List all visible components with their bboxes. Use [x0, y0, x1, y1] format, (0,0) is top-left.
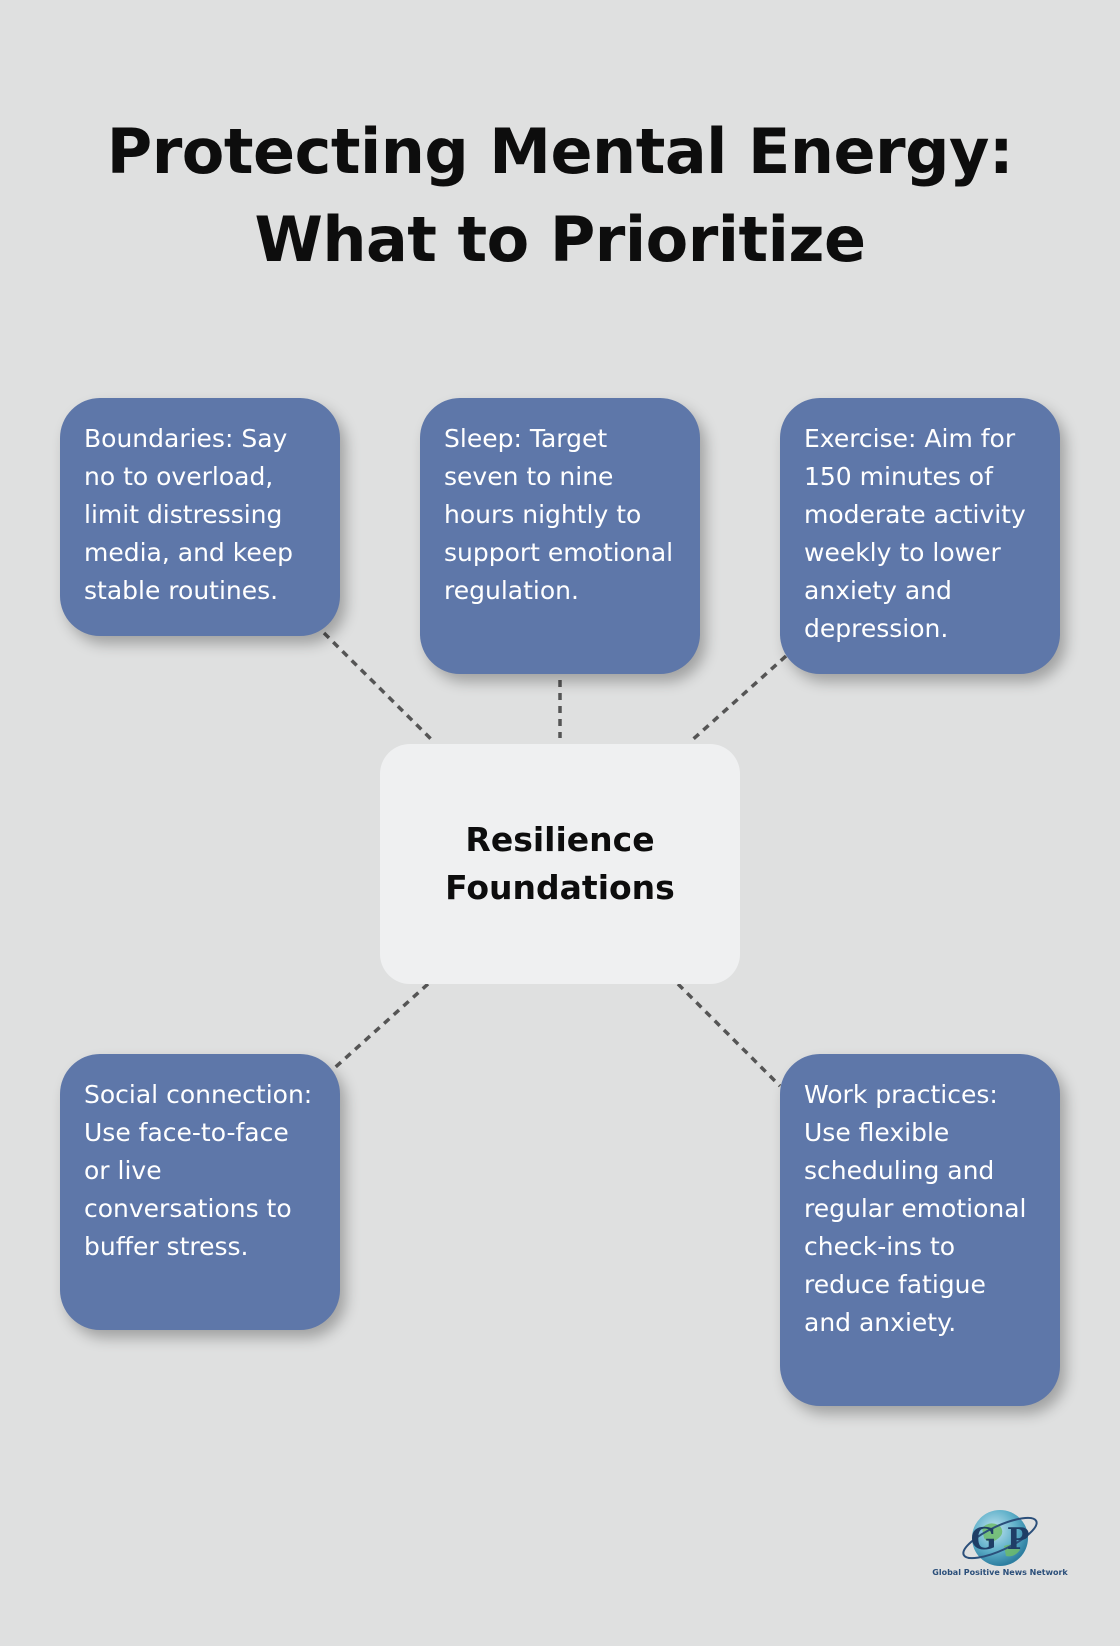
title-line-1: Protecting Mental Energy: — [106, 115, 1014, 188]
node-social-connection-text: Social connection: Use face-to-face or l… — [84, 1080, 313, 1261]
center-node-line-2: Foundations — [445, 868, 675, 907]
node-boundaries: Boundaries: Say no to overload, limit di… — [60, 398, 340, 636]
connector-work — [676, 982, 782, 1088]
node-sleep-text: Sleep: Target seven to nine hours nightl… — [444, 424, 674, 605]
globe-icon: G P — [962, 1510, 1038, 1566]
logo-mark-text: G P — [971, 1522, 1030, 1557]
connector-boundaries — [322, 631, 436, 744]
logo-name: Global Positive News Network — [932, 1568, 1068, 1577]
node-work-practices: Work practices: Use flexible scheduling … — [780, 1054, 1060, 1406]
center-node: Resilience Foundations — [380, 744, 740, 984]
page-title: Protecting Mental Energy: What to Priori… — [0, 108, 1120, 284]
node-work-practices-text: Work practices: Use flexible scheduling … — [804, 1080, 1027, 1337]
node-social-connection: Social connection: Use face-to-face or l… — [60, 1054, 340, 1330]
connector-exercise — [688, 654, 788, 744]
node-exercise-text: Exercise: Aim for 150 minutes of moderat… — [804, 424, 1026, 643]
title-line-2: What to Prioritize — [254, 203, 866, 276]
node-sleep: Sleep: Target seven to nine hours nightl… — [420, 398, 700, 674]
connector-social — [328, 982, 430, 1074]
brand-logo: G P Global Positive News Network — [930, 1500, 1070, 1580]
node-exercise: Exercise: Aim for 150 minutes of moderat… — [780, 398, 1060, 674]
node-boundaries-text: Boundaries: Say no to overload, limit di… — [84, 424, 293, 605]
center-node-line-1: Resilience — [465, 820, 655, 859]
